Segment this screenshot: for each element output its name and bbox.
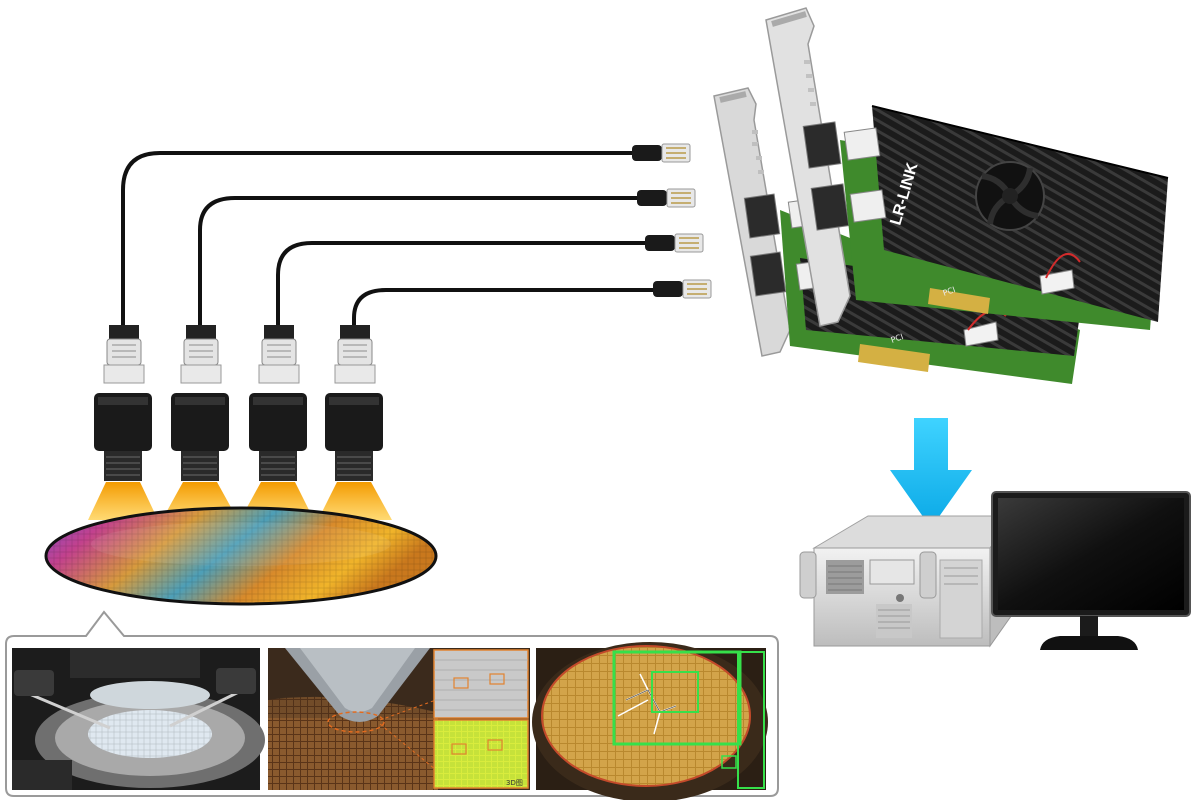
camera-icon [249, 325, 307, 481]
camera-icon [325, 325, 383, 481]
rj45-plug-icon [637, 188, 696, 208]
inspection-callout: 3D图 [5, 610, 779, 800]
cable-3 [276, 241, 648, 330]
pcie-mark-back: PCI [890, 332, 905, 345]
cameras [94, 325, 383, 481]
inset-label-bottom: 3D图 [506, 779, 523, 787]
rj45-plugs [632, 143, 712, 299]
lens-inspection-photo: 3D图 [268, 648, 530, 790]
camera-icon [94, 325, 152, 481]
down-arrow-icon [890, 418, 972, 528]
cable-4 [352, 288, 656, 330]
light-cone [318, 482, 392, 520]
rj45-plug-icon [653, 279, 712, 299]
wafer [44, 506, 438, 606]
wafer-defect-photo [532, 642, 768, 800]
cable-1 [121, 151, 635, 330]
nic-card-front: LR-LINK PCI [765, 7, 1169, 330]
monitor-icon [991, 491, 1191, 650]
ethernet-cables [121, 151, 656, 330]
industrial-pc-icon [799, 514, 1015, 648]
pcie-mark-front: PCI [942, 285, 957, 298]
rj45-plug-icon [645, 233, 704, 253]
camera-icon [171, 325, 229, 481]
light-cone [88, 482, 158, 520]
network-card-icon: PCI LR-LINK [713, 7, 1169, 384]
rj45-plug-icon [632, 143, 691, 163]
cable-2 [198, 196, 640, 330]
probe-station-photo [12, 648, 265, 790]
